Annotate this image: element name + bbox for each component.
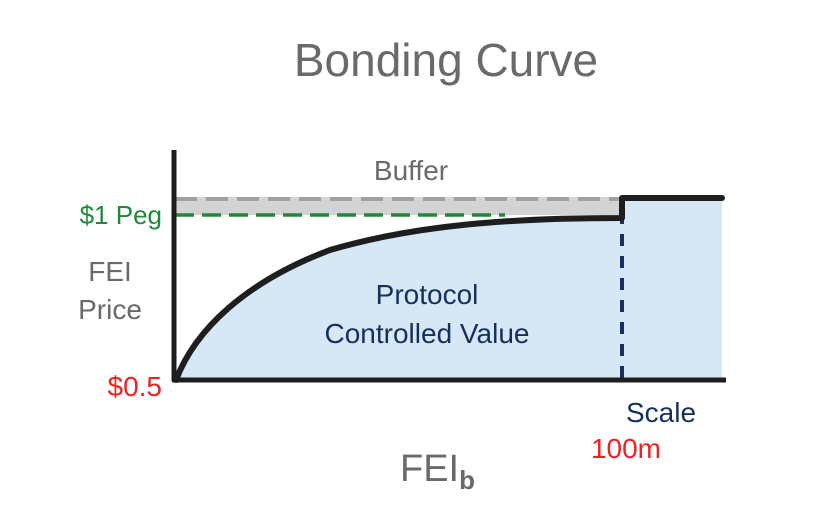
diagram-title: Bonding Curve [294,34,598,86]
min-price-label: $0.5 [108,371,163,402]
area-label-protocol: Protocol [376,279,479,310]
y-axis-label-price: Price [78,294,142,325]
scale-label: Scale [626,397,696,428]
area-label-controlled-value: Controlled Value [325,318,530,349]
x-axis-label: FEIb [400,448,475,495]
x-axis-label-main: FEI [400,448,459,490]
buffer-label: Buffer [374,155,448,186]
bonding-curve-line [173,195,725,383]
buffer-band [175,197,622,215]
peg-label: $1 Peg [80,200,162,230]
scale-value-label: 100m [591,433,661,464]
x-axis-label-subscript: b [459,465,475,495]
protocol-controlled-value-area [176,198,722,380]
y-axis-label-fei: FEI [88,256,132,287]
